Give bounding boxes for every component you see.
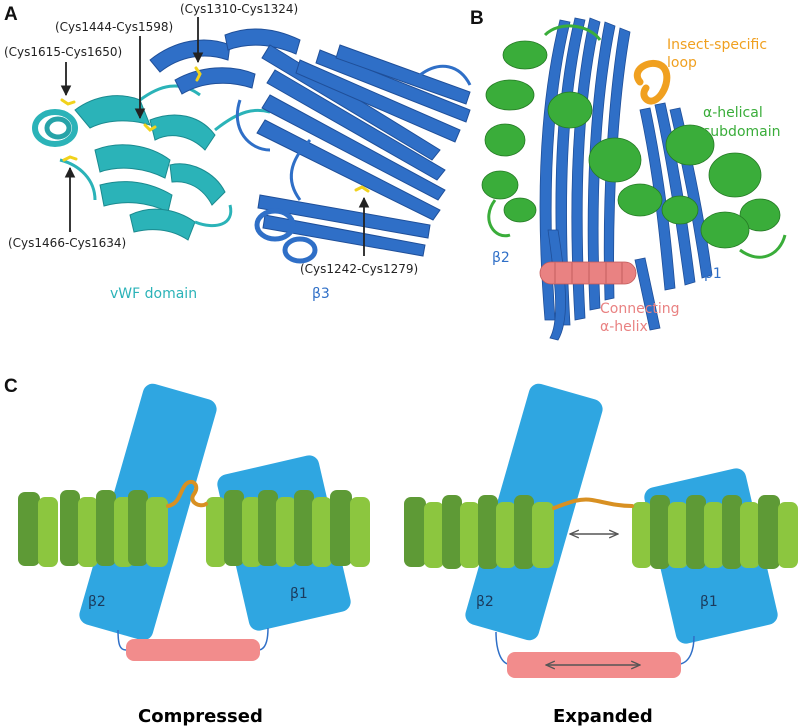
beta2-label-compressed: β2 xyxy=(88,594,106,610)
panel-a-label: A xyxy=(4,4,18,25)
beta1-label-expanded: β1 xyxy=(700,594,718,610)
panel-b: B xyxy=(470,8,787,341)
beta1-label-compressed: β1 xyxy=(290,586,308,602)
connecting-helix-compressed xyxy=(126,639,260,661)
connecting-helix-structure xyxy=(539,261,637,285)
panel-c: C xyxy=(4,376,798,727)
disulfide-label-1466-1634: (Cys1466-Cys1634) xyxy=(8,236,126,250)
compressed-schematic: β2 β1 Compressed xyxy=(18,383,370,727)
linker-expanded xyxy=(552,497,634,510)
disulfide-label-1310-1324: (Cys1310-Cys1324) xyxy=(180,2,298,16)
disulfide-label-1242-1279: (Cys1242-Cys1279) xyxy=(300,262,418,276)
beta1-structure-label: β1 xyxy=(704,266,722,282)
helices-right-expanded xyxy=(632,495,798,569)
disulfide-bonds xyxy=(60,66,370,193)
insect-loop-label-line-2: loop xyxy=(667,55,697,71)
helices-left-expanded xyxy=(404,495,554,569)
linker-compressed xyxy=(166,479,208,508)
vwf-domain-structure xyxy=(32,84,271,241)
connector-left-expanded xyxy=(495,631,509,665)
panel-b-label: B xyxy=(470,8,484,29)
insect-loop-structure xyxy=(634,59,671,105)
helical-subdomain-label-line-1: α-helical xyxy=(703,105,763,121)
beta2-label-expanded: β2 xyxy=(476,594,494,610)
beta3-domain-label: β3 xyxy=(312,286,330,302)
helical-subdomain-structure xyxy=(481,24,787,259)
helices-left-compressed xyxy=(18,490,168,567)
disulfide-label-1615-1650: (Cys1615-Cys1650) xyxy=(4,45,122,59)
expanded-caption: Expanded xyxy=(553,706,653,727)
connector-right-expanded xyxy=(679,635,695,665)
disulfide-label-1444-1598: (Cys1444-Cys1598) xyxy=(55,20,173,34)
connector-left-compressed xyxy=(117,629,127,651)
expanded-schematic: β2 β1 Expanded xyxy=(404,383,798,727)
connecting-helix-label-line-1: Connecting xyxy=(600,301,680,317)
beta3-domain-structure xyxy=(149,28,472,264)
disulfide-labels: (Cys1310-Cys1324) (Cys1444-Cys1598) (Cys… xyxy=(4,2,418,276)
helices-right-compressed xyxy=(206,490,370,567)
panel-c-label: C xyxy=(4,376,18,397)
helical-subdomain-label-line-2: subdomain xyxy=(703,124,781,140)
vwf-domain-label: vWF domain xyxy=(110,286,197,302)
compressed-caption: Compressed xyxy=(138,706,263,727)
connecting-helix-label-line-2: α-helix xyxy=(600,319,648,335)
panel-a: A xyxy=(4,2,472,302)
beta2-structure-label: β2 xyxy=(492,250,510,266)
insect-loop-label-line-1: Insect-specific xyxy=(667,37,767,53)
